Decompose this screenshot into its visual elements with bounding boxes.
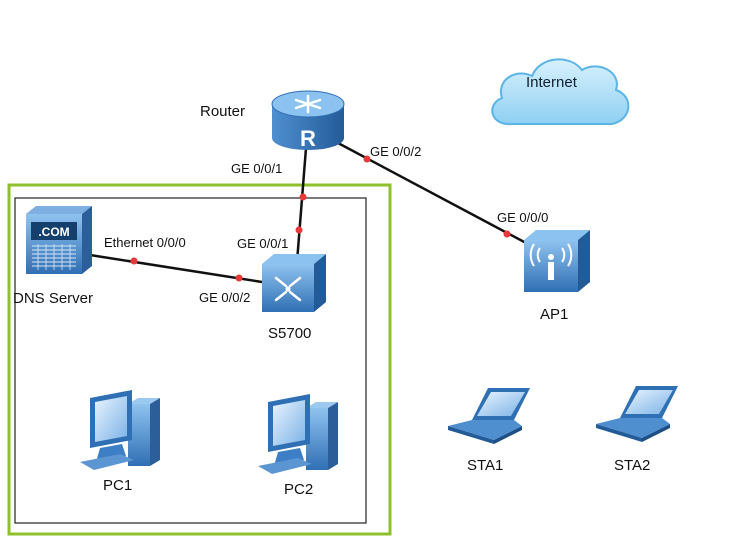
dns-server-icon: .COM	[26, 206, 92, 274]
sta1-label: STA1	[467, 457, 504, 474]
port-label-router-ge002: GE 0/0/2	[370, 144, 422, 159]
pc2-icon	[258, 394, 338, 474]
highlight-frame	[7, 183, 392, 536]
switch-icon	[262, 254, 326, 312]
pc1-icon	[80, 390, 160, 470]
link-dns-switch	[89, 253, 263, 284]
sta2-label: STA2	[614, 457, 651, 474]
port-label-ap-ge000: GE 0/0/0	[497, 210, 549, 225]
dns-badge-text: .COM	[38, 225, 69, 239]
port-dot-router-ge002	[363, 155, 371, 163]
port-label-router-ge001: GE 0/0/1	[231, 161, 283, 176]
pc1-label: PC1	[103, 477, 133, 494]
port-dot-dns-eth000	[130, 257, 138, 265]
port-label-switch-ge001: GE 0/0/1	[237, 236, 289, 251]
port-label-dns-eth000: Ethernet 0/0/0	[104, 235, 186, 250]
router-icon: R	[271, 90, 345, 151]
internet-cloud-icon	[491, 58, 630, 126]
sta2-laptop-icon	[596, 386, 678, 442]
sta1-laptop-icon	[448, 388, 530, 444]
port-dot-ap-ge000	[503, 230, 511, 238]
switch-label: S5700	[268, 325, 312, 342]
dns-server-label: DNS Server	[13, 290, 94, 307]
internet-label: Internet	[526, 74, 577, 91]
port-dot-router-ge001	[299, 193, 307, 201]
router-label: Router	[200, 103, 246, 120]
lan-boundary-box	[14, 197, 367, 524]
port-dot-switch-ge002	[235, 274, 243, 282]
access-point-icon	[524, 230, 590, 292]
svg-text:R: R	[300, 126, 316, 151]
link-router-switch	[295, 147, 308, 263]
pc2-label: PC2	[284, 481, 314, 498]
ap-label: AP1	[540, 306, 569, 323]
port-label-switch-ge002: GE 0/0/2	[199, 290, 251, 305]
port-dot-switch-ge001	[295, 226, 303, 234]
